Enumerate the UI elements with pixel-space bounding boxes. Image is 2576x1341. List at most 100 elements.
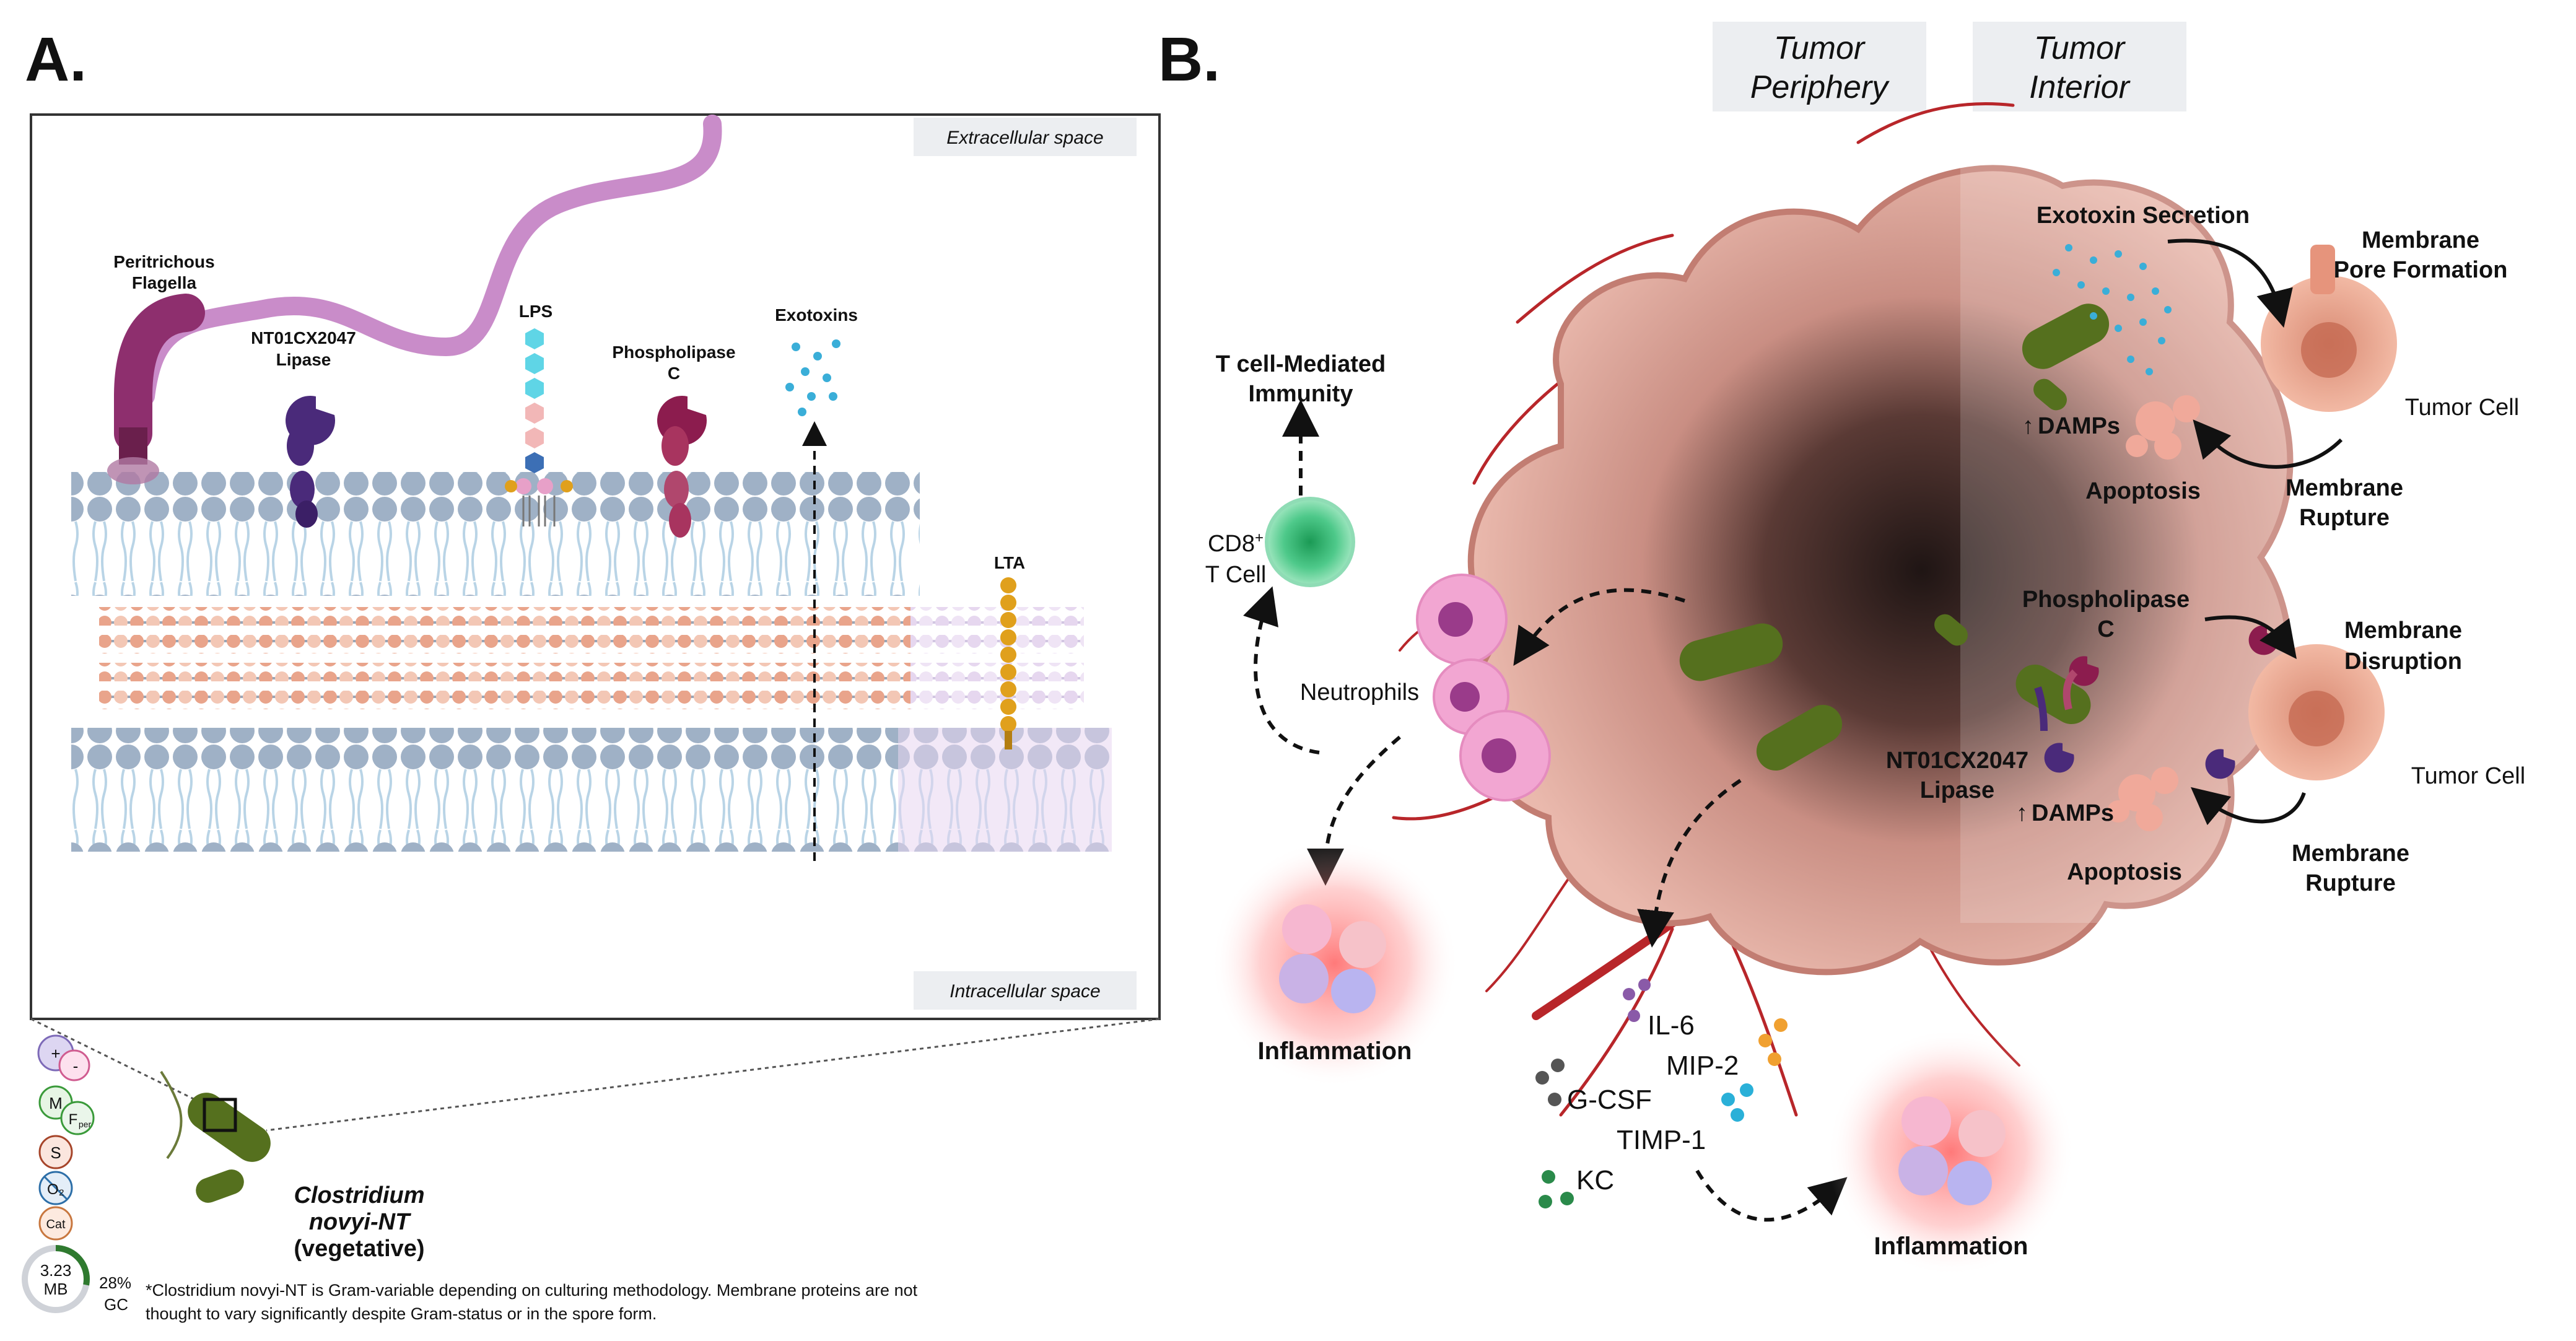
cytokine-mip2: MIP-2 xyxy=(1666,1051,1739,1081)
damps-top-arrow: ↑ xyxy=(2022,413,2034,439)
tumor-interior-line2: Interior xyxy=(2029,69,2131,105)
inflammation-glow-right xyxy=(1827,1028,2075,1276)
process-arrows xyxy=(2167,238,2343,826)
flagella-label-line2: Flagella xyxy=(132,273,197,292)
cd8-label: CD8+ xyxy=(1208,530,1264,557)
tumor-periphery-tag xyxy=(1713,22,1926,111)
membrane-rupture-top-line2: Rupture xyxy=(2299,505,2390,531)
spore-label: S xyxy=(50,1143,61,1162)
panel-a-letter: A. xyxy=(25,25,87,94)
clostridium-bacterium-icon xyxy=(160,1070,271,1203)
pore-icon xyxy=(2310,245,2335,294)
phospholipase-b-line2: C xyxy=(2097,616,2114,642)
damps-top-label: DAMPs xyxy=(2038,413,2120,439)
phospholipase-label-line2: C xyxy=(668,364,680,383)
lipase-icon-b xyxy=(2034,686,2235,779)
organism-label-line1: Clostridium xyxy=(294,1182,424,1208)
apoptotic-cell-bottom xyxy=(2107,767,2178,831)
organism-label-line3: (vegetative) xyxy=(294,1236,424,1262)
cytokine-dots xyxy=(1535,979,1788,1208)
intracellular-label: Intracellular space xyxy=(950,981,1100,1002)
damps-bottom-arrow: ↑ xyxy=(2016,800,2028,826)
lipase-label-line2: Lipase xyxy=(276,350,331,369)
apoptosis-top-label: Apoptosis xyxy=(2085,478,2201,504)
genome-size-ring: 3.23 MB xyxy=(22,1245,90,1313)
tumor-to-cytokine-arrow xyxy=(1637,779,1742,948)
trait-badges: + - M F per S O₂ Cat xyxy=(22,1034,131,1314)
phospholipase-c-icon xyxy=(657,395,707,538)
oxygen-badge: O₂ xyxy=(38,1171,73,1205)
lipase-b-line1: NT01CX2047 xyxy=(1886,748,2028,774)
footnote-line1: *Clostridium novyi-NT is Gram-variable d… xyxy=(146,1281,918,1300)
panel-a: A. Extracellular space Intracellular spa… xyxy=(22,25,1161,1323)
intracellular-tag xyxy=(914,971,1137,1010)
t-cell-label: T Cell xyxy=(1205,562,1267,588)
gram-minus: - xyxy=(73,1057,79,1075)
inflammation-right-label: Inflammation xyxy=(1874,1233,2028,1260)
organism-label-line2: novyi-NT xyxy=(309,1209,411,1235)
cytokine-gcsf: G-CSF xyxy=(1567,1085,1652,1115)
inflammation-left-label: Inflammation xyxy=(1258,1037,1412,1065)
tumor-cell-bottom xyxy=(2248,644,2385,780)
tumor-periphery-line2: Periphery xyxy=(1750,69,1890,105)
gc-content-value: 28% xyxy=(99,1273,131,1292)
exotoxin-cloud xyxy=(2053,244,2172,375)
gc-content-arc xyxy=(22,1245,90,1313)
tumor-periphery-line1: Tumor xyxy=(1774,30,1866,66)
catalase-badge: Cat xyxy=(38,1206,73,1241)
gram-plus: + xyxy=(51,1044,60,1063)
neutrophil-to-inflammation-arrow xyxy=(1307,735,1401,886)
flagella-label-line1: Peritrichous xyxy=(113,252,214,271)
neutrophil-to-cd8-arrow xyxy=(1243,586,1320,754)
lipase-label-line1: NT01CX2047 xyxy=(251,328,356,347)
phospholipase-label-line1: Phospholipase xyxy=(612,343,735,362)
tumor-bacteria xyxy=(1679,304,2110,771)
cytokine-kc: KC xyxy=(1576,1165,1614,1195)
tumor-cell-top-label: Tumor Cell xyxy=(2405,395,2519,421)
t-cell-immunity-line1: T cell-Mediated xyxy=(1216,351,1386,377)
cytokine-to-inflammation-arrow xyxy=(1695,1169,1848,1222)
extracellular-label: Extracellular space xyxy=(946,128,1103,148)
tumor-cell-top xyxy=(2261,245,2397,412)
zoom-line-left xyxy=(30,1018,220,1113)
cytokine-timp1: TIMP-1 xyxy=(1617,1125,1706,1155)
tumor-interior-line1: Tumor xyxy=(2034,30,2126,66)
oxygen-label: O₂ xyxy=(47,1181,64,1198)
outer-membrane xyxy=(71,472,920,596)
inflammation-cells-left xyxy=(1279,904,1386,1013)
exotoxin-secretion-label: Exotoxin Secretion xyxy=(2037,203,2250,229)
peritrichous-flagella xyxy=(107,115,722,484)
panel-b-letter: B. xyxy=(1158,25,1220,94)
footnote-line2: thought to vary significantly despite Gr… xyxy=(146,1304,657,1323)
spore-badge: S xyxy=(38,1135,73,1169)
lipase-b-line2: Lipase xyxy=(1920,777,1994,803)
membrane-rupture-top-line1: Membrane xyxy=(2286,475,2403,501)
exotoxins-label: Exotoxins xyxy=(775,305,858,325)
inflammation-glow-left xyxy=(1211,839,1459,1087)
neutrophil-cluster xyxy=(1416,574,1551,802)
genome-size-unit: MB xyxy=(44,1280,68,1298)
cd8-t-cell-icon xyxy=(1265,497,1355,587)
extracellular-tag xyxy=(914,118,1137,156)
motility-badge: M F per xyxy=(38,1085,95,1135)
lta-molecule-icon xyxy=(1000,577,1016,749)
membrane-pore-line2: Pore Formation xyxy=(2334,257,2508,283)
genome-size-value: 3.23 xyxy=(40,1261,72,1280)
phospholipase-b-line1: Phospholipase xyxy=(2022,587,2190,613)
catalase-label: Cat xyxy=(46,1218,66,1231)
lps-molecule-icon xyxy=(505,328,573,526)
lipase-protein-icon xyxy=(286,395,336,528)
peptidoglycan-layer xyxy=(99,607,1084,709)
cytokine-il6: IL-6 xyxy=(1648,1010,1695,1041)
tumor-interior-tag xyxy=(1973,22,2186,111)
gc-content-label: GC xyxy=(104,1295,128,1314)
damps-bottom-label: DAMPs xyxy=(2032,800,2114,826)
tumor-cell-bottom-label: Tumor Cell xyxy=(2411,763,2525,789)
lta-label: LTA xyxy=(994,553,1025,572)
apoptotic-cell-top xyxy=(2126,395,2200,460)
exotoxin-dots xyxy=(785,339,840,416)
inflammation-cells-right xyxy=(1898,1096,2006,1205)
lps-label: LPS xyxy=(519,302,552,321)
motile-label: M xyxy=(49,1094,63,1112)
membrane-disruption-line1: Membrane xyxy=(2344,618,2462,644)
